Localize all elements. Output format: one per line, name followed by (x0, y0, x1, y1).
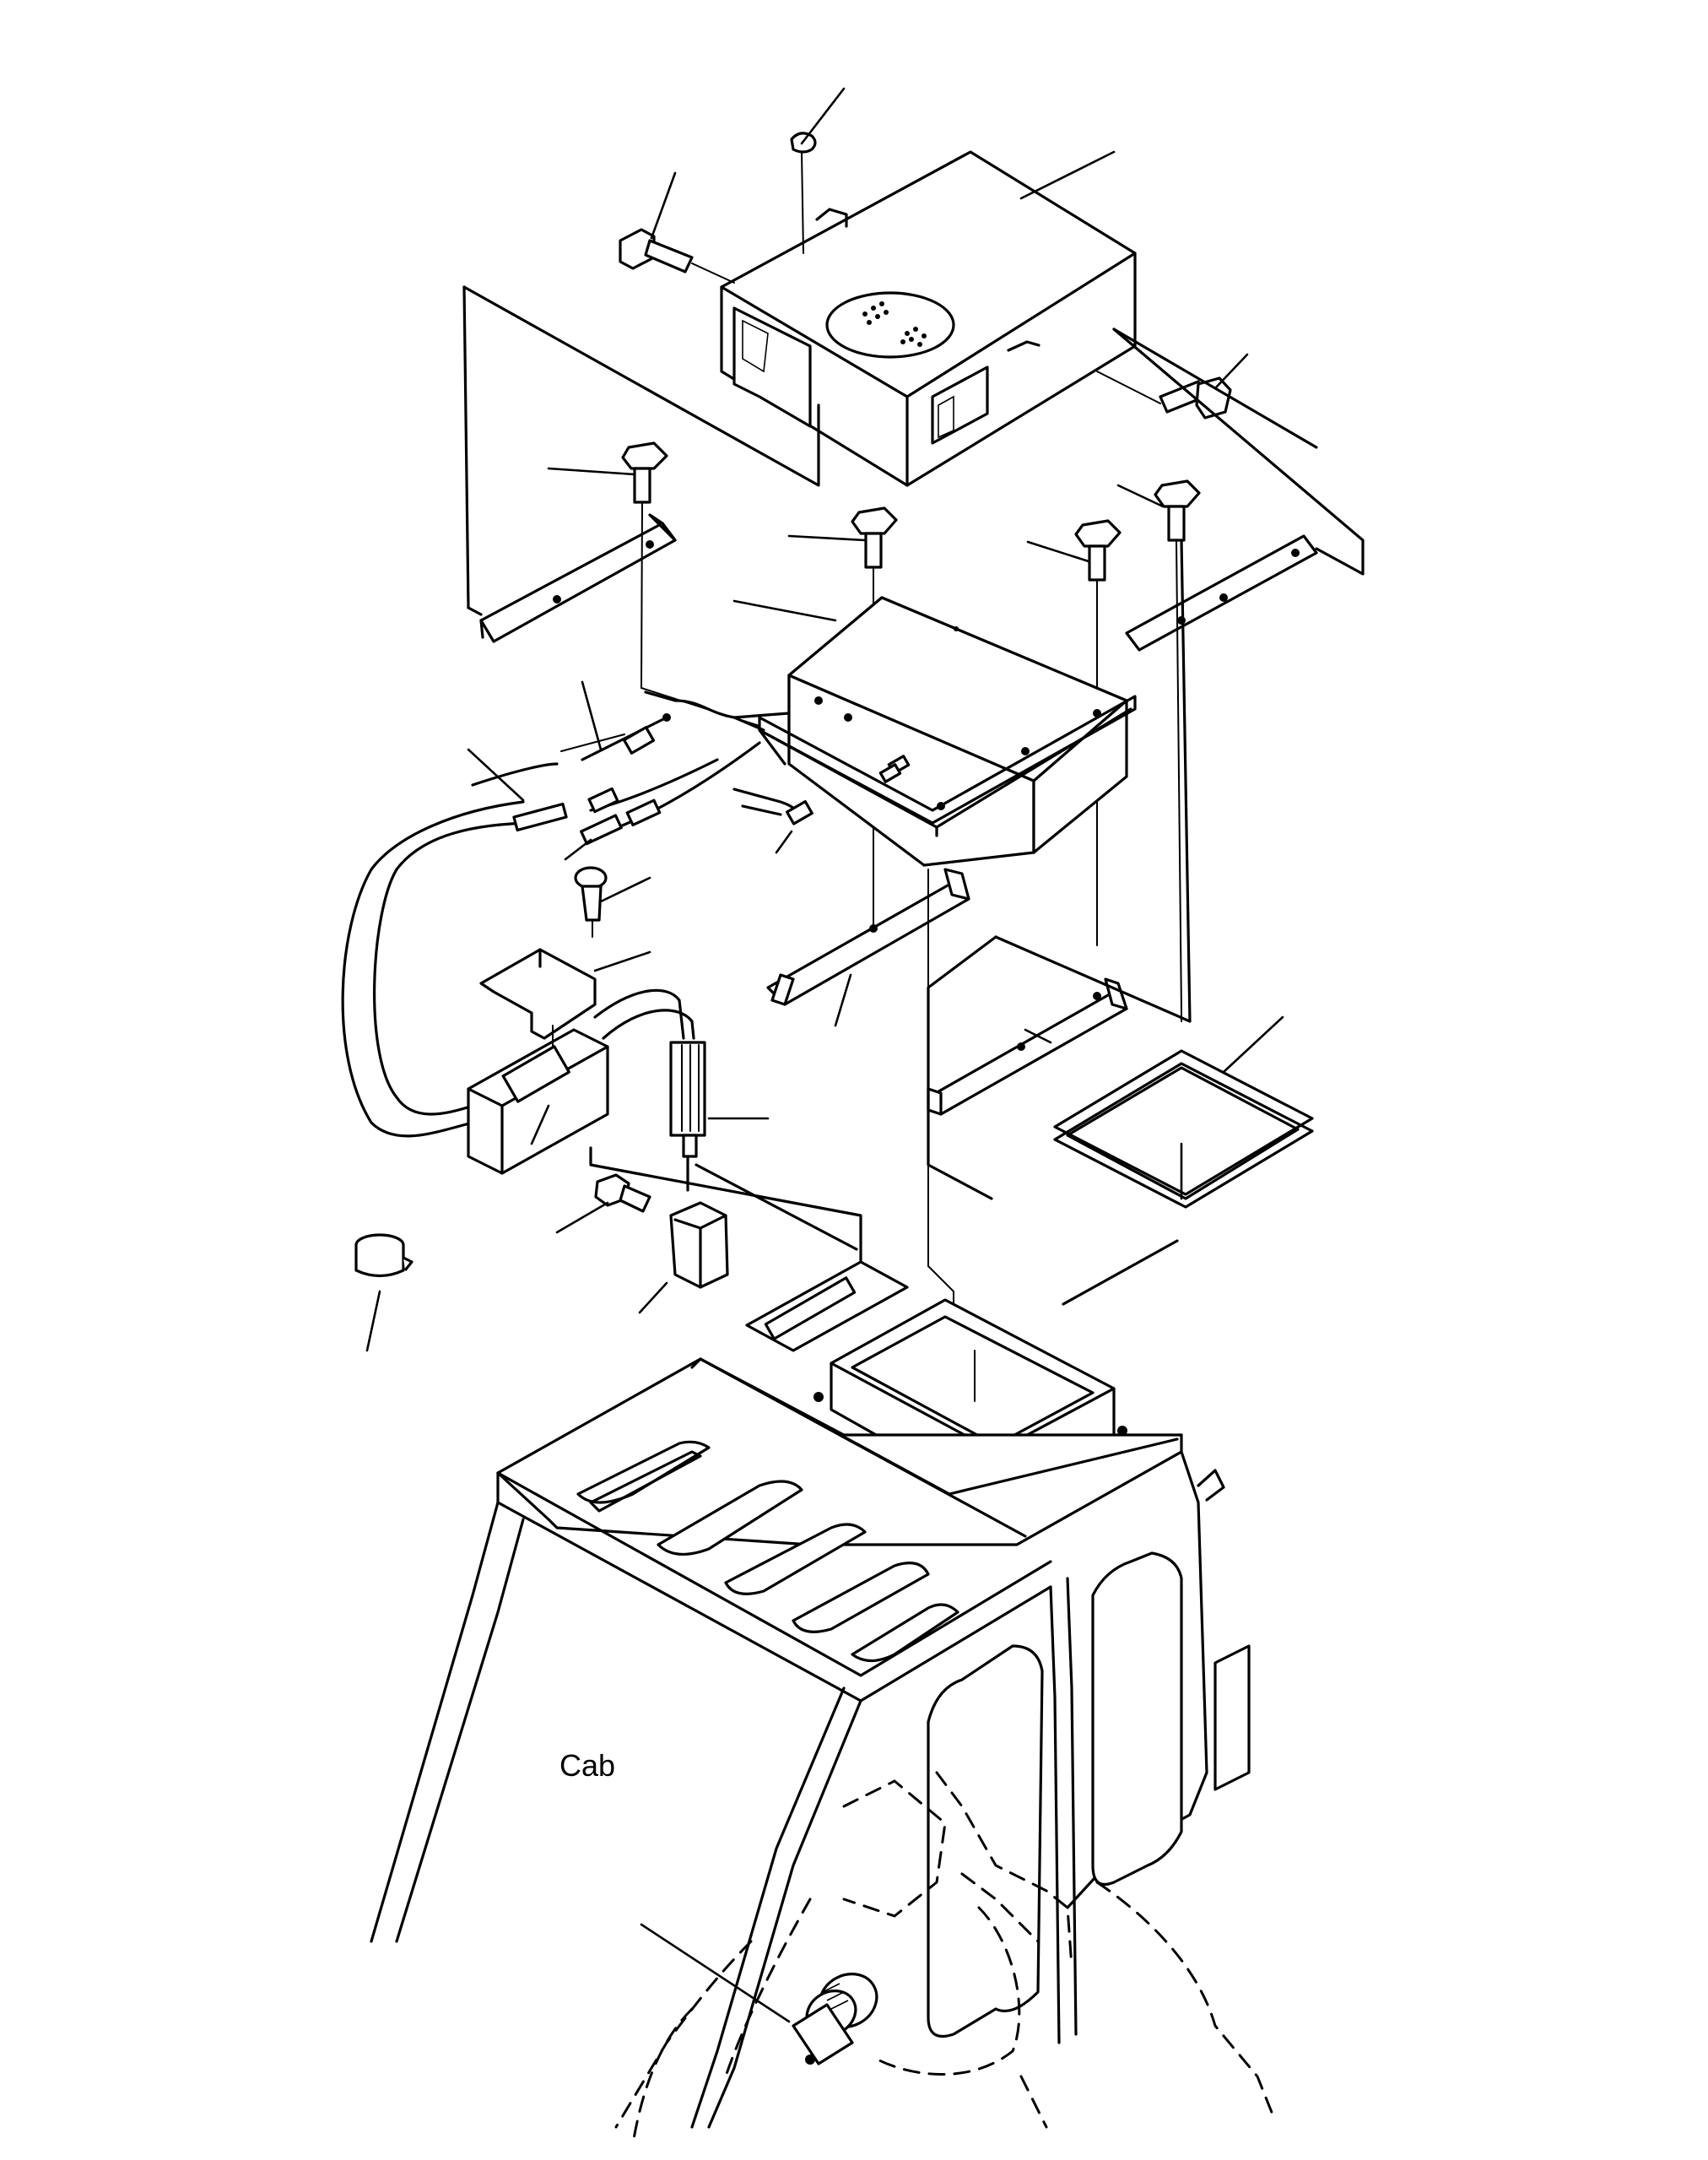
leader-line (1019, 150, 1116, 200)
clip-part (790, 132, 817, 254)
connector-part (878, 755, 911, 783)
relay-bracket (479, 948, 597, 1040)
cylinder-part (354, 1233, 413, 1278)
leader-line (547, 467, 636, 476)
left-side-panel (462, 285, 820, 616)
leader-line (1024, 1028, 1052, 1044)
relay-part (669, 1201, 729, 1289)
bolt-part (621, 441, 668, 689)
fan-grill-icon (862, 301, 927, 347)
leader-line (530, 1104, 550, 1145)
mounting-bracket (1125, 534, 1318, 652)
leader-line (1222, 1015, 1284, 1074)
rail-bracket (766, 868, 970, 1006)
bolt-part (594, 1173, 651, 1213)
leader-line (599, 876, 651, 903)
cab-label: Cab (559, 1748, 615, 1783)
leader-line (787, 534, 867, 542)
leader-line (650, 171, 677, 240)
bolt-part (574, 866, 608, 938)
leader-line (555, 1201, 609, 1234)
leader-line (800, 87, 846, 145)
cab-frame (370, 1450, 1251, 2129)
leader-line (1026, 540, 1090, 563)
blower-motor (792, 1973, 878, 2065)
leader-line (581, 680, 603, 751)
bolt-part (619, 228, 735, 284)
relay-cable (593, 988, 706, 1192)
wire-harness (341, 690, 791, 1138)
control-box (758, 596, 1137, 867)
relay-housing (467, 1025, 609, 1175)
small-harness (732, 788, 813, 826)
leader-line (1116, 484, 1165, 508)
filter-frame (1053, 1049, 1314, 1209)
leader-line (467, 748, 525, 802)
cab-interior-dashed (614, 1771, 1276, 2146)
leader-line (1213, 353, 1249, 390)
leader-line (564, 838, 592, 861)
leader-line (640, 1923, 791, 2023)
leader-line (732, 599, 837, 622)
bolt-part (1154, 479, 1201, 1014)
right-side-panel (1112, 328, 1365, 576)
leader-line (638, 1281, 668, 1314)
top-cover-panel (720, 150, 1137, 487)
leader-line (593, 950, 651, 972)
leader-line (834, 973, 852, 1027)
leader-line (775, 830, 793, 854)
rail-bracket (927, 977, 1128, 1116)
leader-line (365, 1290, 381, 1352)
mounting-bracket (479, 513, 677, 643)
roof-panel-plate (745, 1260, 909, 1352)
cab-roof (496, 1357, 1183, 1703)
